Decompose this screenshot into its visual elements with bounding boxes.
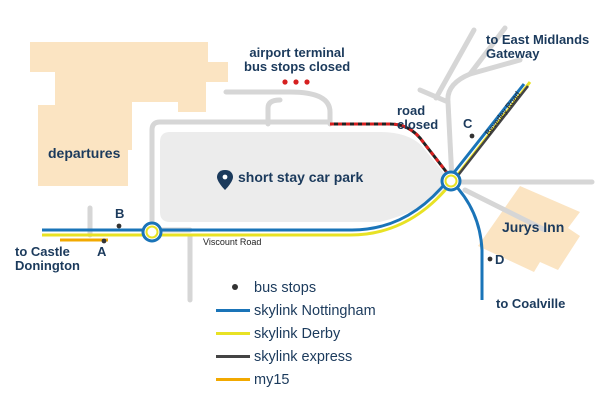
viscount-road-label: Viscount Road [203,237,262,247]
route-skylink-express [455,85,529,179]
legend-line-icon [214,368,254,391]
jurys-inn-label: Jurys Inn [502,219,565,235]
map-legend: bus stops skylink Nottingham skylink Der… [214,276,444,391]
legend-label: bus stops [254,279,317,296]
bus-stop-c-label: C [463,116,473,131]
castle-donington-label: to Castle Donington [15,245,80,272]
terminal-building [30,42,228,186]
beverley-road-label: Beverley Road [483,90,522,137]
bus-stop-d-marker [487,256,493,262]
road-closed-label: road closed [397,104,438,131]
bus-stop-c-marker [469,133,475,139]
roundabout-east [440,170,462,192]
legend-item-skylink-derby: skylink Derby [214,322,444,345]
bus-stop-a-marker [101,238,107,244]
location-pin-icon [217,170,233,190]
coalville-label: to Coalville [496,296,566,311]
bus-stop-b-label: B [115,206,125,221]
road-closed-line-1: road [397,103,426,118]
legend-item-bus-stops: bus stops [214,276,444,299]
castle-donington-line-2: Donington [15,257,80,273]
airport-terminal-text: airport terminal [249,45,345,60]
legend-label: skylink Derby [254,325,341,342]
legend-item-skylink-nottingham: skylink Nottingham [214,299,444,322]
bus-stop-d-label: D [495,252,505,267]
closed-bus-stops [282,79,310,85]
legend-item-my15: my15 [214,368,444,391]
roundabout-west [141,221,163,243]
east-midlands-line-2: Gateway [486,45,540,61]
bus-stop-b-marker [116,223,122,229]
short-stay-car-park [160,132,450,222]
road-closed-line-2: closed [397,116,439,132]
jurys-inn-building [478,186,580,272]
closed-road [330,122,450,175]
bus-stop-a-label: A [97,244,107,259]
terminal-closed-label: airport terminal bus stops closed [244,46,350,73]
legend-label: skylink Nottingham [254,302,376,319]
legend-item-skylink-express: skylink express [214,345,444,368]
east-midlands-gateway-label: to East Midlands Gateway [486,33,589,60]
castle-donington-line-1: to Castle [15,244,70,259]
short-stay-label: short stay car park [238,169,364,185]
legend-dot-icon [214,276,254,299]
east-midlands-line-1: to East Midlands [486,32,590,47]
road-network [87,25,595,303]
legend-label: skylink express [254,348,353,365]
legend-line-icon [214,299,254,322]
departures-label: departures [48,145,121,161]
bus-stops-closed-text: bus stops closed [244,58,351,74]
legend-line-icon [214,345,254,368]
legend-line-icon [214,322,254,345]
legend-label: my15 [254,371,290,388]
